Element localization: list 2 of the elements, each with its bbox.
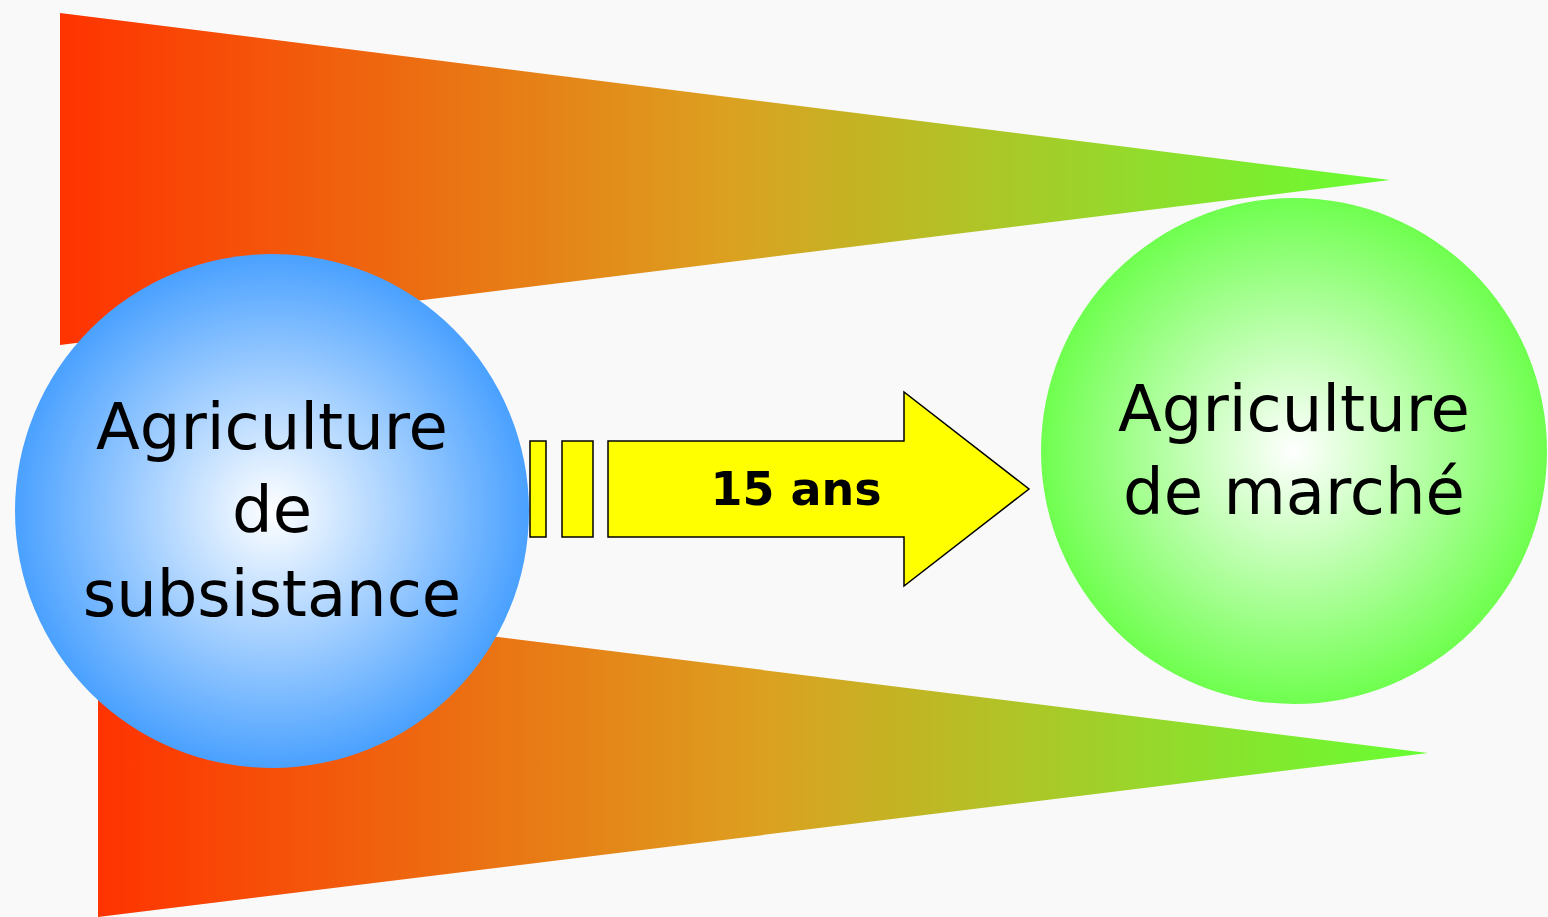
node-label: Agriculture de marché <box>1118 370 1470 531</box>
node-label: Agriculture de subsistance <box>82 389 462 633</box>
